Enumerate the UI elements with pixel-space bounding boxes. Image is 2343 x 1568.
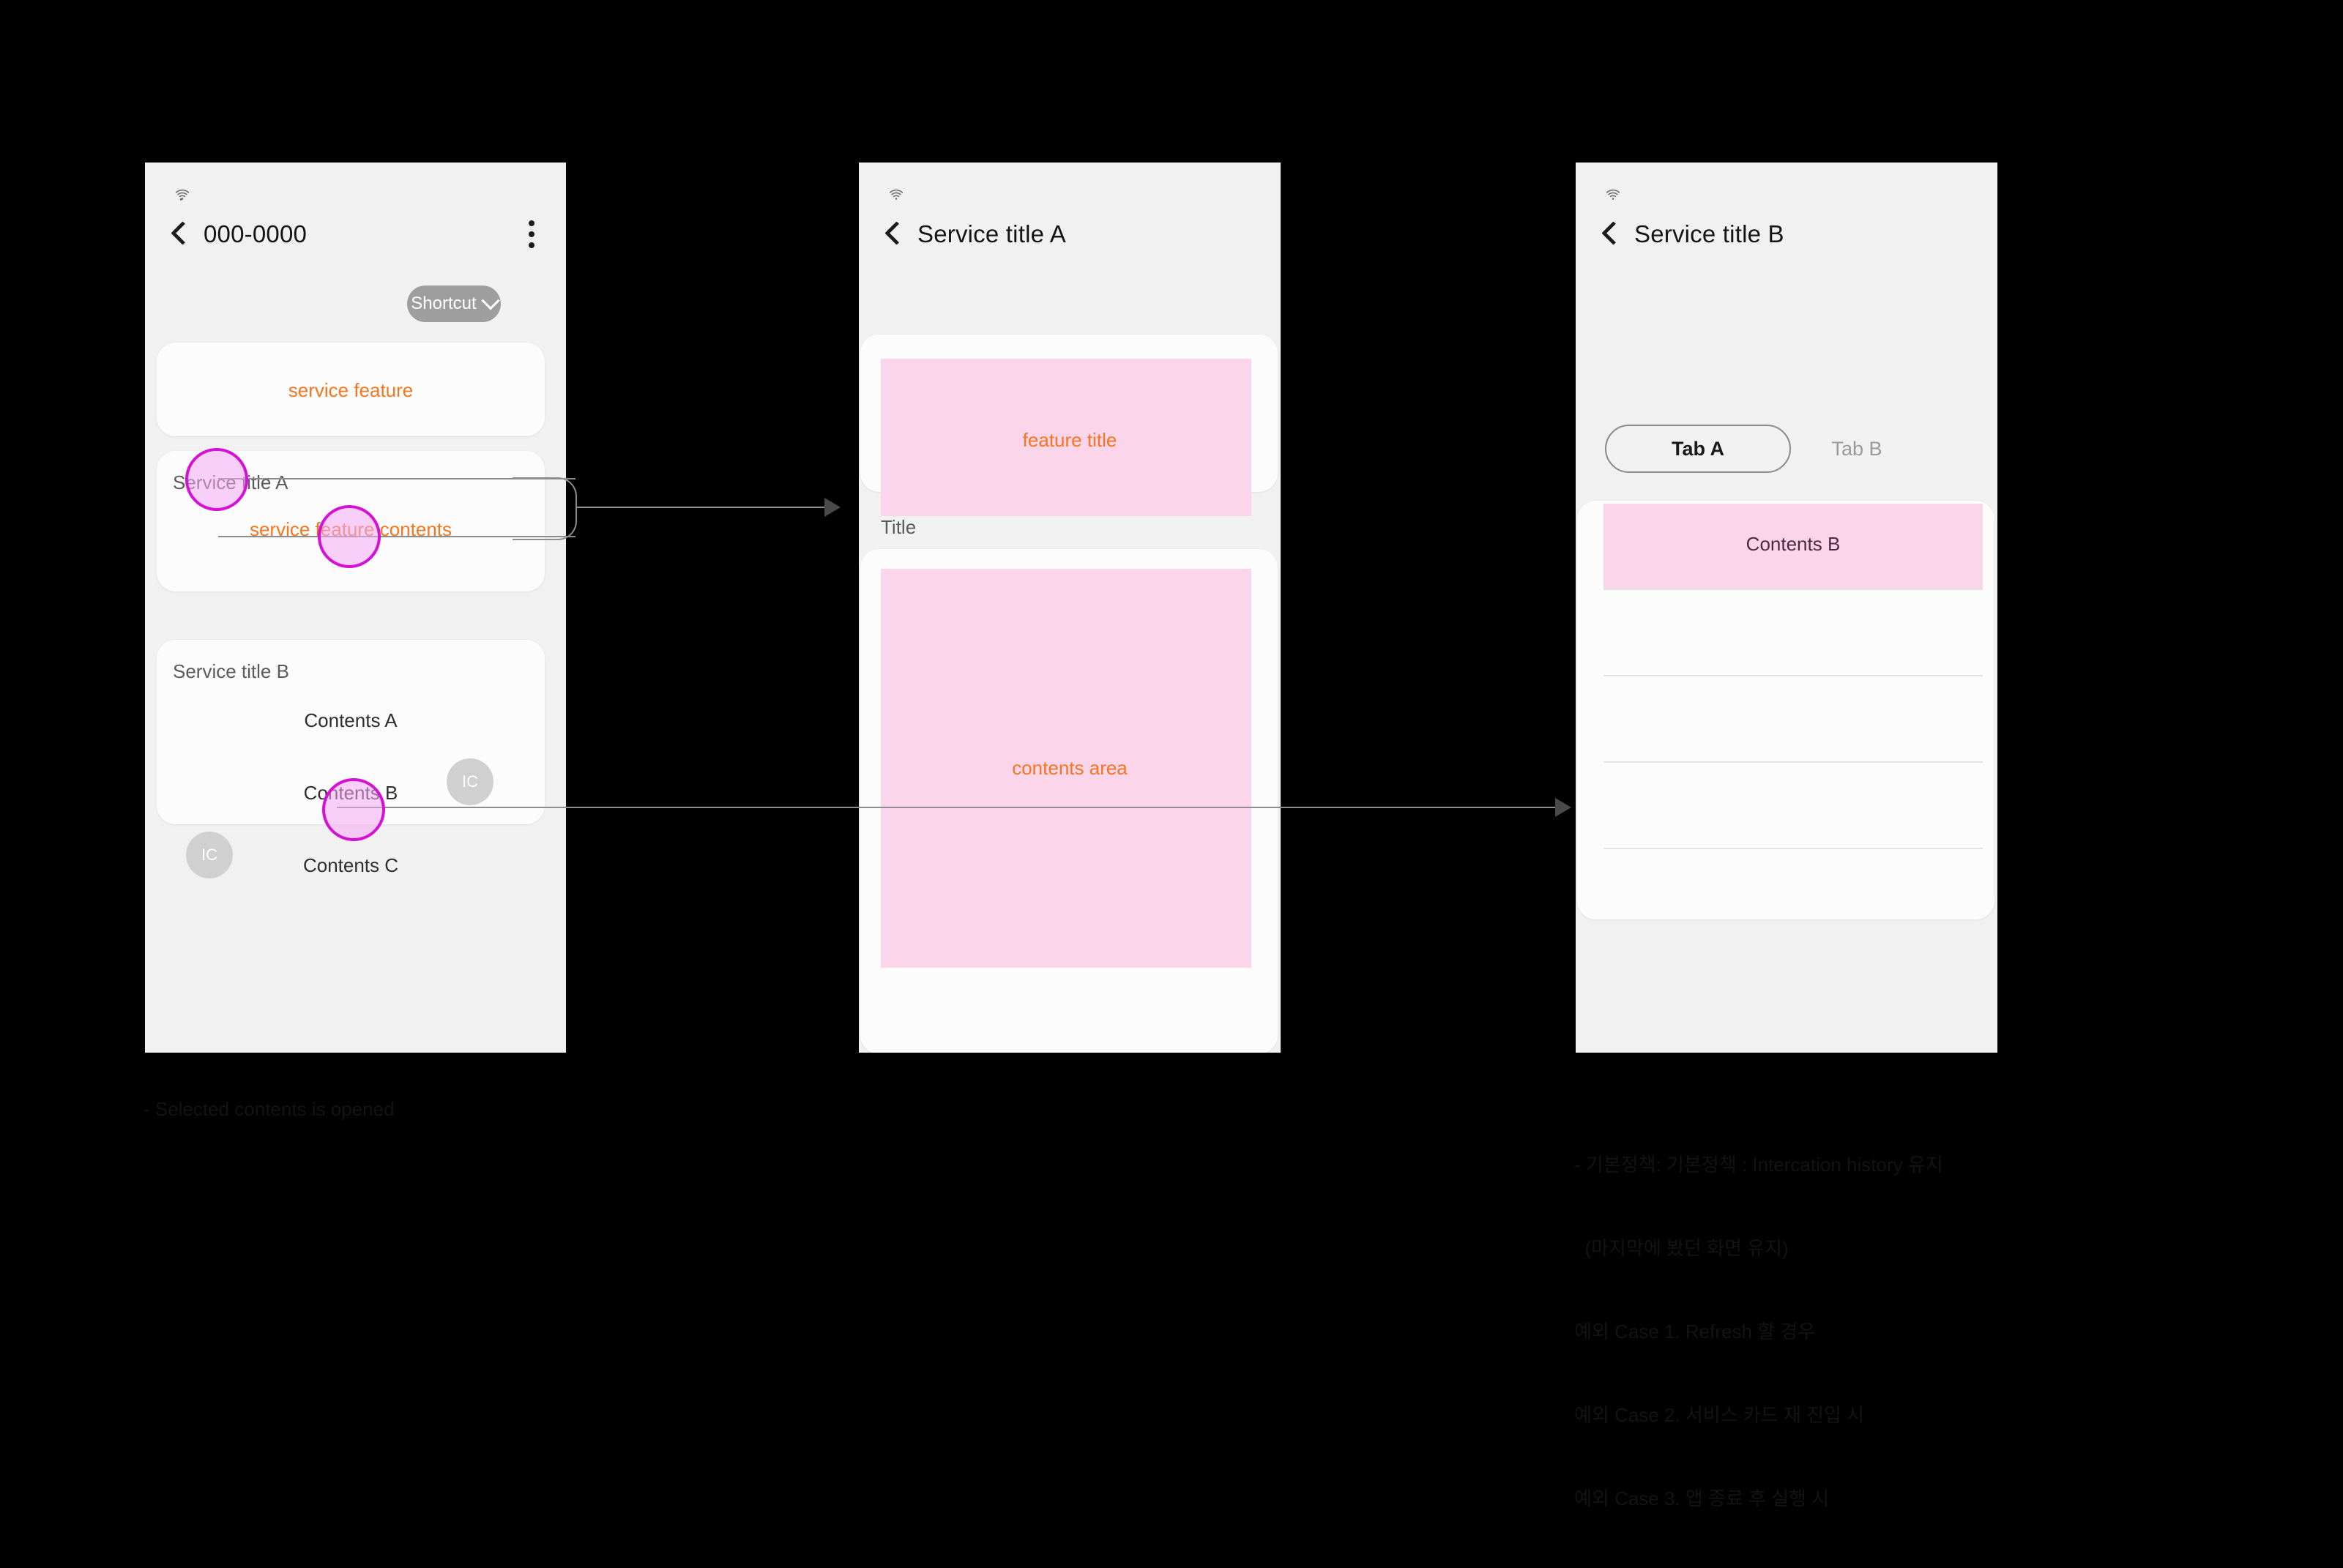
- list-divider: [1603, 848, 1983, 849]
- contents-b-row-highlight[interactable]: [1603, 504, 1983, 589]
- tab-a[interactable]: Tab A: [1605, 425, 1791, 473]
- navigation-bar: Service title A: [859, 208, 1281, 261]
- caption-line: 예외 Case 3. 앱 종료 후 실행 시: [1574, 1487, 1830, 1509]
- list-divider: [1603, 761, 1983, 763]
- wifi-icon: [889, 189, 904, 200]
- flow2-line: [337, 807, 1555, 808]
- screen-3-frame: Service title B Tab A Tab B Contents B: [1576, 163, 1997, 1053]
- flow2-arrowhead: [1555, 798, 1571, 817]
- service-title-b-card-title: Service title B: [173, 660, 289, 682]
- contents-b-label: Contents B: [1746, 533, 1841, 555]
- page-title: 000-0000: [204, 220, 308, 247]
- caption-line: - 기본정책: 기본정책 : Intercation history 유지: [1574, 1154, 1943, 1176]
- kebab-menu-icon[interactable]: [528, 220, 535, 248]
- flow-stem: [575, 507, 824, 508]
- chevron-down-icon: [480, 291, 500, 310]
- flow-line-bottom: [218, 536, 575, 537]
- ic-badge-left[interactable]: IC: [186, 832, 233, 878]
- list-divider: [1603, 675, 1983, 676]
- caption-screen-1: - Selected contents is opened: [144, 1098, 395, 1120]
- tab-bar: Tab A Tab B: [1605, 425, 1923, 473]
- page-title: Service title B: [1634, 220, 1784, 247]
- flow-arrowhead: [824, 498, 841, 517]
- contents-area-label: contents area: [1012, 757, 1128, 779]
- list-divider: [1603, 589, 1983, 590]
- section-title: Title: [881, 516, 917, 538]
- back-chevron-icon[interactable]: [164, 218, 196, 250]
- status-bar: [859, 173, 1281, 202]
- back-chevron-icon[interactable]: [1595, 218, 1627, 250]
- status-bar: [145, 173, 566, 202]
- status-bar: [1576, 173, 1997, 202]
- annotation-service-title-a: [185, 448, 248, 511]
- caption-line: 예외 Case 1. Refresh 할 경우: [1574, 1321, 1816, 1343]
- flow-line-top: [218, 478, 575, 479]
- contents-area-block[interactable]: [881, 569, 1251, 968]
- service-feature-label: service feature: [288, 379, 414, 401]
- caption-line: (마지막에 봤던 화면 유지): [1574, 1237, 1789, 1259]
- back-chevron-icon[interactable]: [878, 218, 910, 250]
- navigation-bar: 000-0000: [145, 208, 566, 261]
- flow-bracket: [513, 477, 577, 540]
- list-item[interactable]: Contents A: [304, 709, 398, 731]
- ic-badge-right[interactable]: IC: [447, 758, 493, 805]
- annotation-service-feature-contents: [318, 505, 381, 568]
- caption-screen-3: - 기본정책: 기본정책 : Intercation history 유지 (마…: [1574, 1095, 1943, 1568]
- page-title: Service title A: [917, 220, 1066, 247]
- tab-b[interactable]: Tab B: [1831, 437, 1882, 460]
- feature-title-label: feature title: [1022, 429, 1117, 451]
- wifi-icon: [1606, 189, 1620, 200]
- caption-line: 예외 Case 2. 서비스 카드 재 진입 시: [1574, 1404, 1865, 1426]
- list-item[interactable]: Contents C: [302, 854, 399, 876]
- shortcut-label: Shortcut: [411, 294, 477, 313]
- annotation-contents-b: [322, 778, 385, 841]
- wifi-icon: [175, 189, 190, 201]
- shortcut-button[interactable]: Shortcut: [407, 285, 501, 322]
- diagram-canvas: 000-0000 Shortcut service feature Servic…: [0, 0, 2343, 1253]
- navigation-bar: Service title B: [1576, 208, 1997, 261]
- service-title-b-card[interactable]: Service title B Contents A Contents B Co…: [157, 640, 545, 878]
- feature-title-block[interactable]: [881, 359, 1251, 516]
- screen-2-frame: Service title A Tab A Tab B feature titl…: [859, 163, 1281, 1053]
- screen-1-frame: 000-0000 Shortcut service feature Servic…: [145, 163, 566, 1053]
- service-feature-card[interactable]: service feature: [157, 343, 545, 436]
